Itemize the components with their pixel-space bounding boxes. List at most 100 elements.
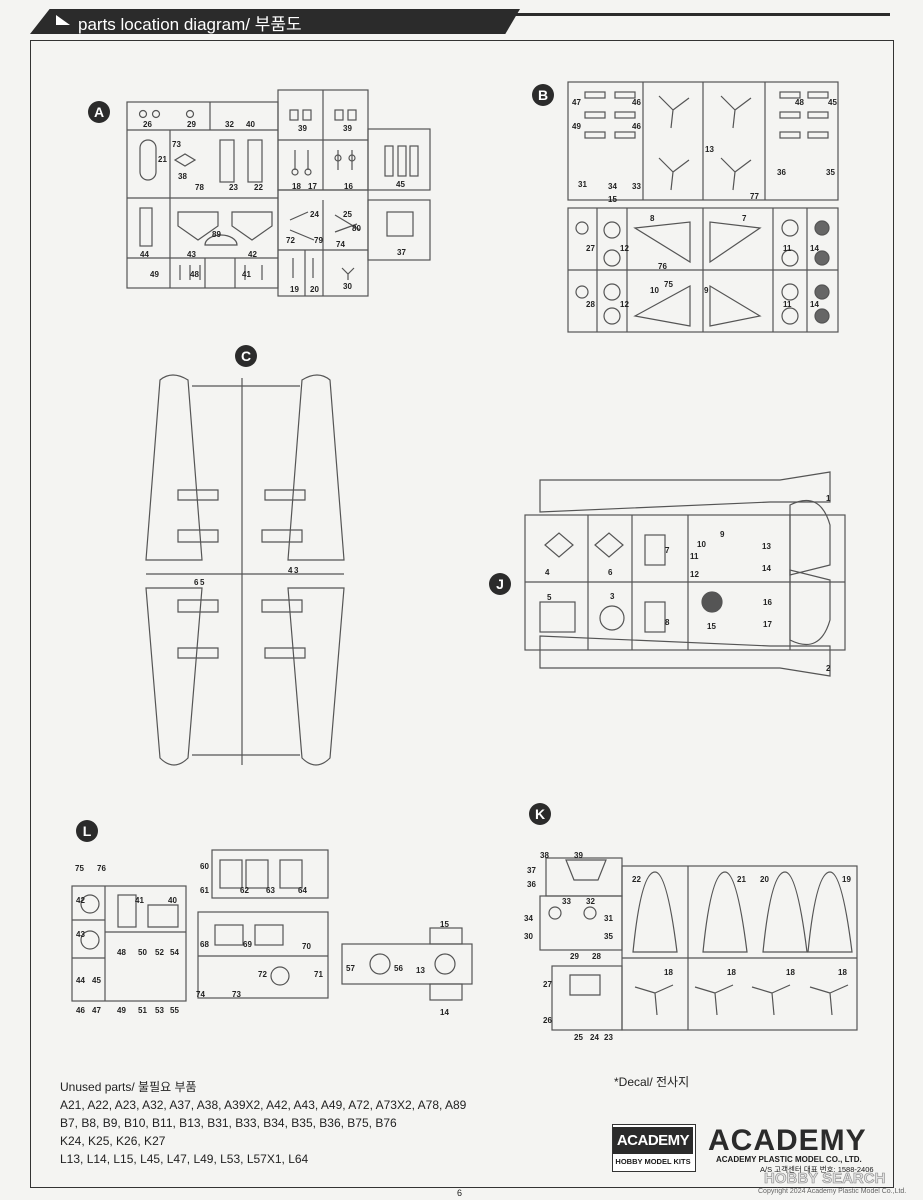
part-number-l-43: 43	[76, 930, 85, 939]
part-number-b-48: 48	[795, 98, 804, 107]
part-number-a-72: 72	[286, 236, 295, 245]
part-number-l-49: 49	[117, 1006, 126, 1015]
part-number-l-63: 63	[266, 886, 275, 895]
part-number-l-69: 69	[243, 940, 252, 949]
part-number-a-20: 20	[310, 285, 319, 294]
part-number-a-30: 30	[343, 282, 352, 291]
decal-note: *Decal/ 전사지	[614, 1075, 690, 1089]
part-number-b-14: 14	[810, 244, 819, 253]
part-number-k-22: 22	[632, 875, 641, 884]
part-number-a-73: 73	[172, 140, 181, 149]
part-number-k-20: 20	[760, 875, 769, 884]
part-number-a-43: 43	[187, 250, 196, 259]
part-number-j-6: 6	[608, 568, 613, 577]
part-number-l-45: 45	[92, 976, 101, 985]
part-number-k-18: 18	[786, 968, 795, 977]
part-number-b-31: 31	[578, 180, 587, 189]
part-number-l-60: 60	[200, 862, 209, 871]
sprue-b-badge: B	[532, 84, 554, 106]
part-number-a-19: 19	[290, 285, 299, 294]
part-number-b-11: 11	[783, 300, 792, 309]
part-number-j-11: 11	[690, 552, 699, 561]
part-number-l-61: 61	[200, 886, 209, 895]
part-number-k-25: 25	[574, 1033, 583, 1042]
sprue-j-badge: J	[489, 573, 511, 595]
part-number-b-13: 13	[705, 145, 714, 154]
part-number-k-36: 36	[527, 880, 536, 889]
part-number-a-80: 80	[352, 224, 361, 233]
part-number-a-23: 23	[229, 183, 238, 192]
part-number-a-74: 74	[336, 240, 345, 249]
part-number-k-31: 31	[604, 914, 613, 923]
part-number-l-57: 57	[346, 964, 355, 973]
part-number-b-45: 45	[828, 98, 837, 107]
sprue-l-badge: L	[76, 820, 98, 842]
part-number-b-77: 77	[750, 192, 759, 201]
part-number-l-55: 55	[170, 1006, 179, 1015]
part-number-j-12: 12	[690, 570, 699, 579]
part-number-a-89: 89	[212, 230, 221, 239]
service-number: A/S 고객센터 대표 번호: 1588-2406	[760, 1165, 874, 1174]
part-number-a-38: 38	[178, 172, 187, 181]
part-number-k-23: 23	[604, 1033, 613, 1042]
part-number-j-4: 4	[545, 568, 550, 577]
part-number-k-18: 18	[727, 968, 736, 977]
part-number-k-24: 24	[590, 1033, 599, 1042]
part-number-b-9: 9	[704, 286, 709, 295]
part-number-l-48: 48	[117, 948, 126, 957]
part-number-c-3: 3	[294, 566, 299, 575]
part-number-k-34: 34	[524, 914, 533, 923]
part-number-k-33: 33	[562, 897, 571, 906]
part-number-a-44: 44	[140, 250, 149, 259]
part-number-k-26: 26	[543, 1016, 552, 1025]
part-number-a-37: 37	[397, 248, 406, 257]
hobby-search-watermark: HOBBY SEARCH	[764, 1170, 886, 1188]
header-arrow-icon	[56, 15, 70, 25]
sprue-a-badge: A	[88, 101, 110, 123]
part-number-a-41: 41	[242, 270, 251, 279]
part-number-l-53: 53	[155, 1006, 164, 1015]
part-number-l-51: 51	[138, 1006, 147, 1015]
part-number-b-76: 76	[658, 262, 667, 271]
part-number-l-74: 74	[196, 990, 205, 999]
part-number-l-13: 13	[416, 966, 425, 975]
part-number-a-24: 24	[310, 210, 319, 219]
part-number-k-39: 39	[574, 851, 583, 860]
part-number-b-47: 47	[572, 98, 581, 107]
part-number-k-30: 30	[524, 932, 533, 941]
unused-parts-line-l: L13, L14, L15, L45, L47, L49, L53, L57X1…	[60, 1152, 309, 1166]
part-number-b-35: 35	[826, 168, 835, 177]
part-number-b-36: 36	[777, 168, 786, 177]
part-number-a-49: 49	[150, 270, 159, 279]
part-number-l-46: 46	[76, 1006, 85, 1015]
part-number-b-46: 46	[632, 98, 641, 107]
part-number-l-42: 42	[76, 896, 85, 905]
part-number-l-47: 47	[92, 1006, 101, 1015]
part-number-c-5: 5	[200, 578, 205, 587]
part-number-k-19: 19	[842, 875, 851, 884]
part-number-l-68: 68	[200, 940, 209, 949]
part-number-k-37: 37	[527, 866, 536, 875]
part-number-j-7: 7	[665, 546, 670, 555]
part-number-b-10: 10	[650, 286, 659, 295]
part-number-l-50: 50	[138, 948, 147, 957]
part-number-b-12: 12	[620, 300, 629, 309]
part-number-l-41: 41	[135, 896, 144, 905]
part-number-b-28: 28	[586, 300, 595, 309]
part-number-k-35: 35	[604, 932, 613, 941]
part-number-k-18: 18	[664, 968, 673, 977]
part-number-k-21: 21	[737, 875, 746, 884]
part-number-a-25: 25	[343, 210, 352, 219]
part-number-l-62: 62	[240, 886, 249, 895]
part-number-l-54: 54	[170, 948, 179, 957]
part-number-b-49: 49	[572, 122, 581, 131]
part-number-a-22: 22	[254, 183, 263, 192]
part-number-c-6: 6	[194, 578, 199, 587]
part-number-k-32: 32	[586, 897, 595, 906]
part-number-l-72: 72	[258, 970, 267, 979]
part-number-j-10: 10	[697, 540, 706, 549]
